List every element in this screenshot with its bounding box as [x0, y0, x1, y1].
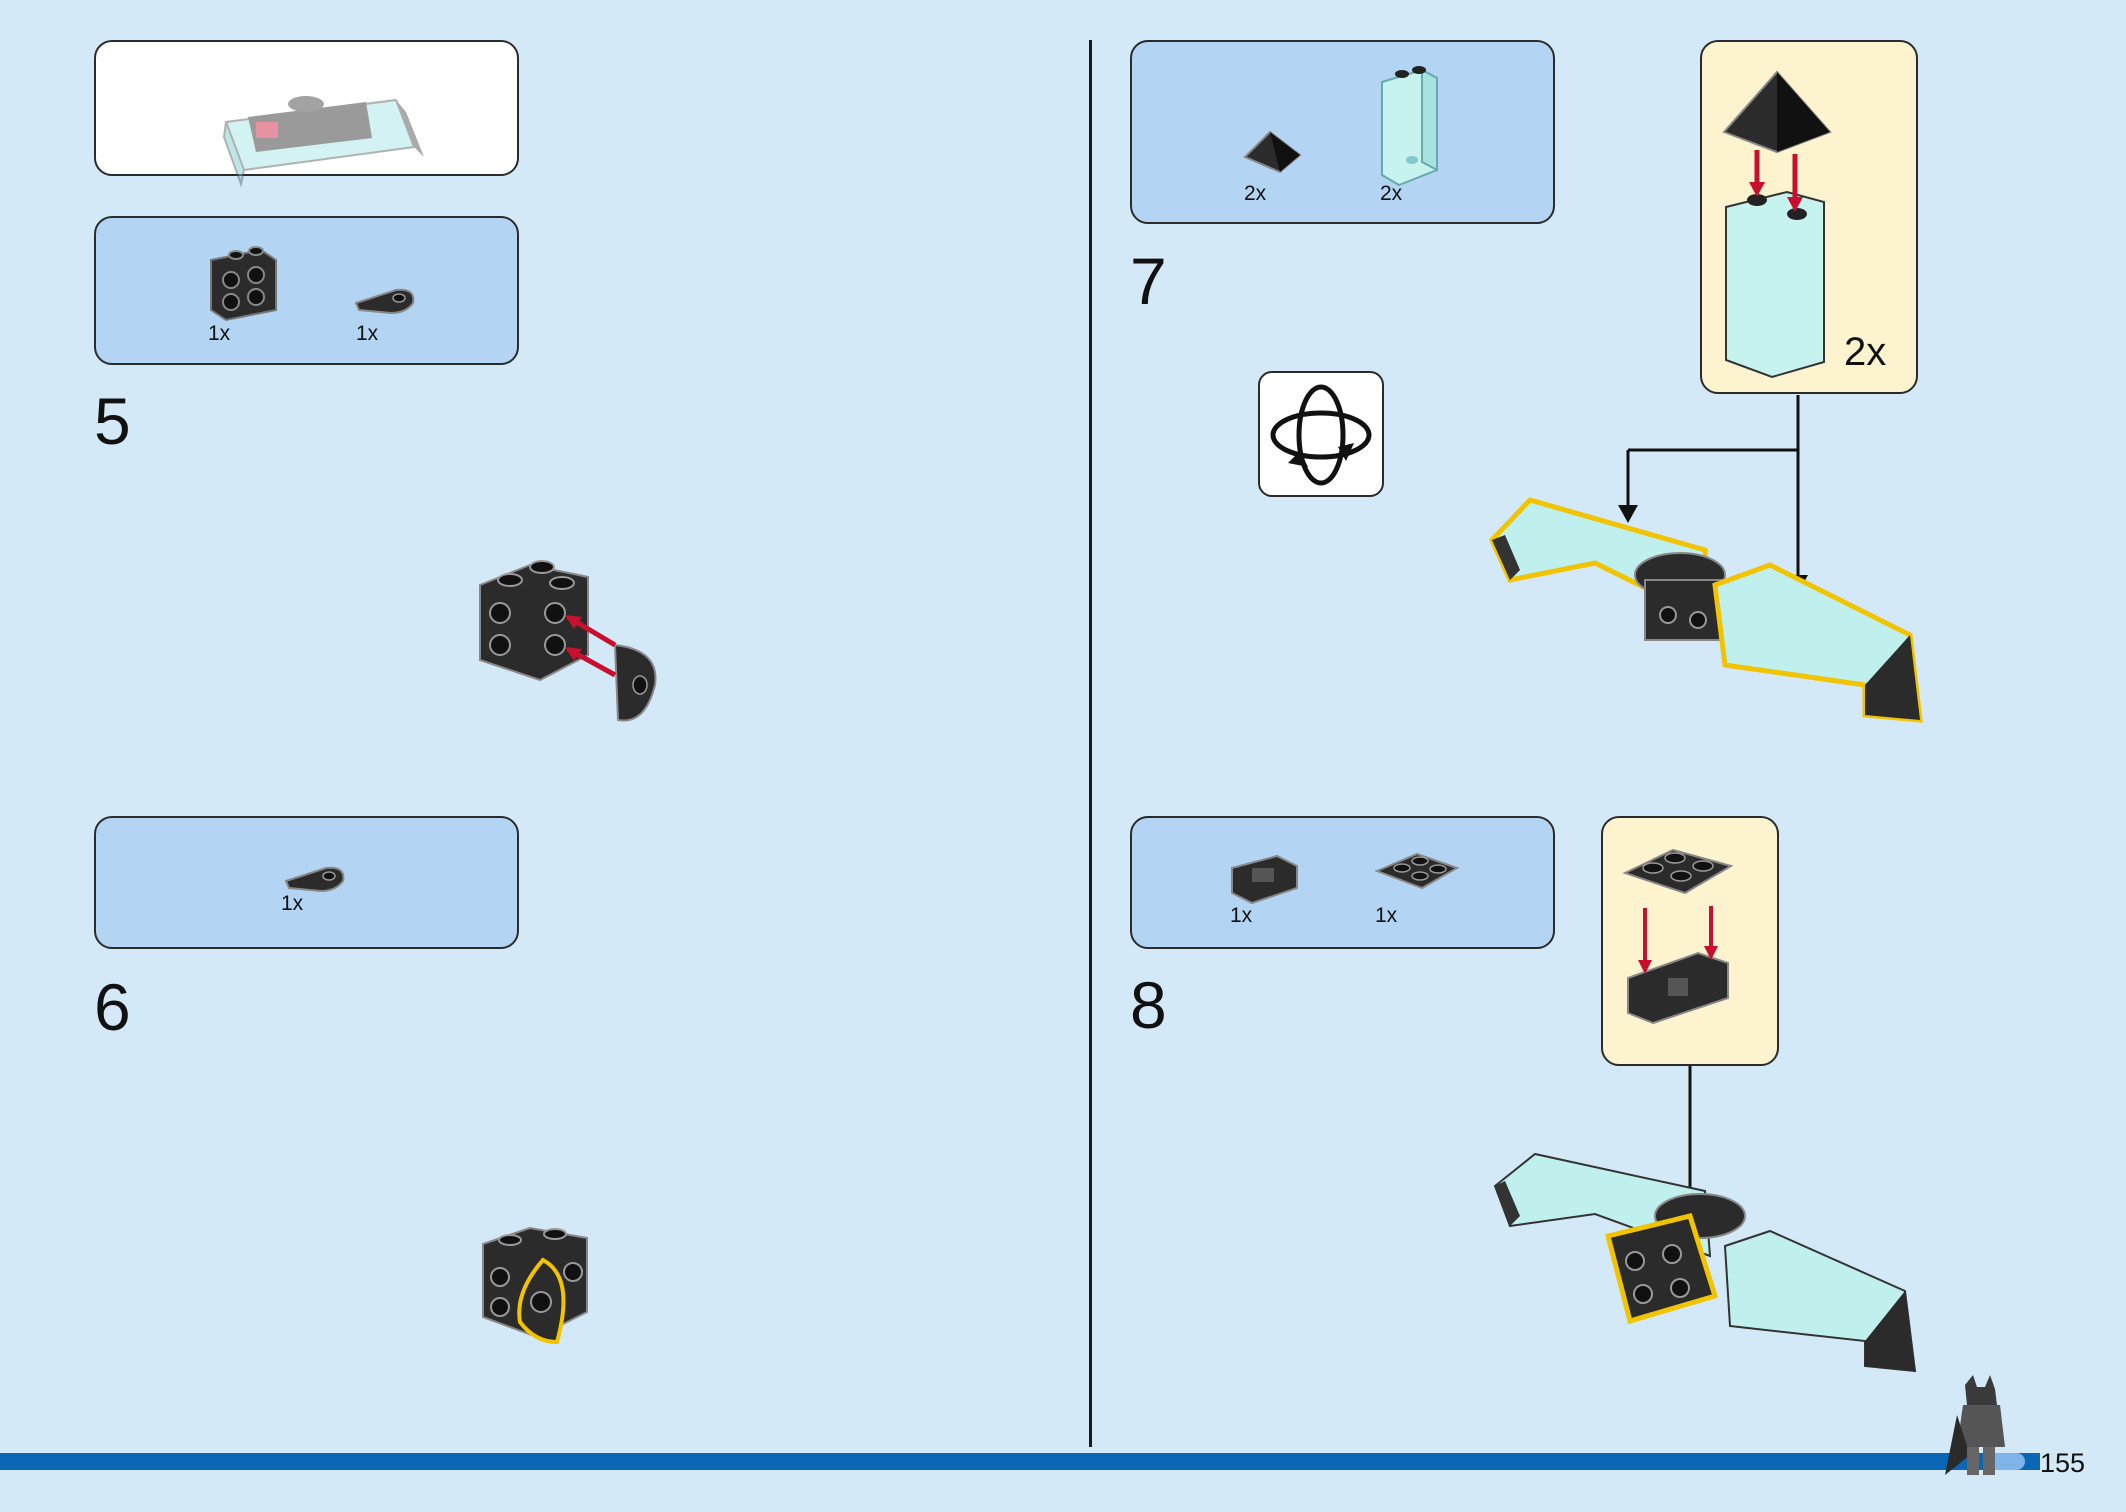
step-number: 5 — [94, 384, 131, 458]
part-qty: 1x — [1230, 904, 1253, 927]
part-qty: 2x — [1244, 182, 1267, 205]
page-number: 155 — [2040, 1448, 2086, 1478]
callout-qty: 2x — [1844, 330, 1887, 374]
step-number: 6 — [94, 970, 131, 1044]
finished-model-preview-box — [94, 40, 519, 188]
brick-1x2-studs-on-sides-icon — [210, 246, 277, 322]
step-number: 8 — [1130, 968, 1167, 1042]
step5-assembly-illustration — [479, 560, 657, 722]
part-qty: 1x — [281, 892, 304, 915]
round-tile-half-icon — [284, 866, 345, 893]
step8-subassembly-callout — [1601, 816, 1779, 1066]
batman-minifigure-icon — [1945, 1375, 2005, 1475]
step8-assembly-illustration — [1493, 1066, 1917, 1373]
step7-parts-box: 2x 2x — [1130, 40, 1555, 224]
part-qty: 1x — [208, 322, 231, 345]
part-qty: 2x — [1380, 182, 1403, 205]
panel-transparent-icon — [1381, 66, 1438, 187]
rotate-arrows-icon — [1270, 384, 1372, 486]
step7-subassembly-callout: 2x — [1700, 40, 1918, 394]
page-footer-bar — [0, 1453, 2040, 1470]
part-qty: 1x — [1375, 904, 1398, 927]
step-number: 7 — [1130, 244, 1167, 318]
plate-on-hinge-illustration — [1622, 848, 1734, 1025]
step7-assembly-illustration — [1489, 395, 1923, 723]
page-divider — [1089, 40, 1092, 1447]
plate-2x2-icon — [1374, 852, 1460, 890]
rotate-model-icon — [1258, 371, 1384, 497]
hinge-plate-icon — [1231, 854, 1298, 905]
step8-parts-box: 1x 1x — [1130, 816, 1555, 949]
round-tile-half-icon — [354, 288, 415, 315]
step5-parts-box: 1x 1x — [94, 216, 519, 365]
slope-on-panel-illustration — [1722, 70, 1832, 379]
step6-assembly-illustration — [482, 1226, 588, 1345]
slope-pyramid-icon — [1243, 130, 1302, 174]
step6-parts-box: 1x — [94, 816, 519, 949]
part-qty: 1x — [356, 322, 379, 345]
finished-model-preview-icon — [222, 96, 424, 188]
